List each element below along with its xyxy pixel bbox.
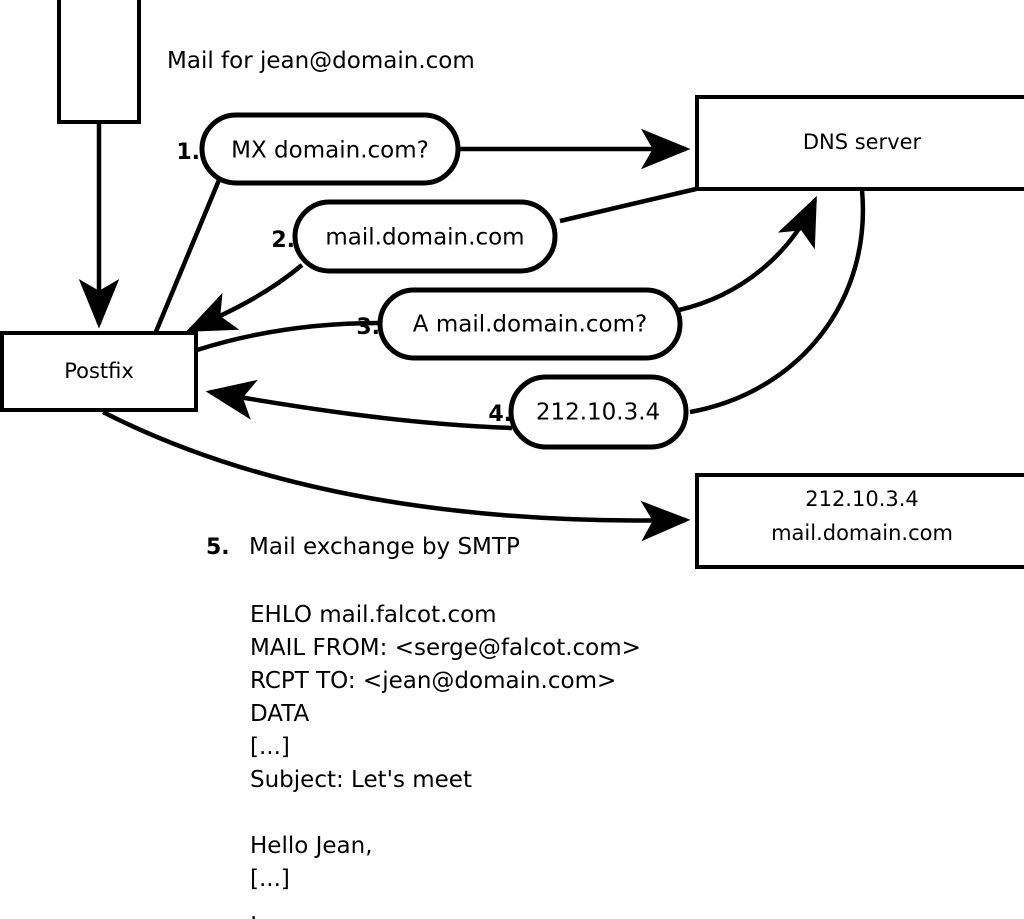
smtp-transcript: EHLO mail.falcot.com MAIL FROM: <serge@f… [250, 602, 641, 919]
edge-postfix-to-step3 [196, 320, 380, 353]
edge-dns-to-step4 [689, 189, 866, 415]
smtp-line-7: Hello Jean, [250, 833, 373, 859]
step-2-bubble: mail.domain.com [292, 199, 558, 274]
smtp-line-8: [...] [250, 866, 290, 892]
step-3-bubble: A mail.domain.com? [377, 287, 683, 361]
smtp-line-3: DATA [250, 701, 310, 727]
postfix-box: Postfix [0, 331, 198, 412]
mailserver-box-hostname: mail.domain.com [771, 521, 953, 545]
step-1-bubble: MX domain.com? [199, 112, 461, 186]
step-2-number: 2. [271, 228, 295, 253]
step-1-label: MX domain.com? [231, 138, 429, 164]
edge-dns-to-step2 [559, 186, 697, 224]
smtp-line-9: . [250, 899, 257, 919]
edge-step2-to-postfix [185, 263, 304, 333]
postfix-box-label: Postfix [64, 359, 134, 383]
step-4-number: 4. [488, 402, 512, 427]
edge-step3-to-dns [678, 195, 818, 313]
step-3-label: A mail.domain.com? [413, 312, 647, 338]
step-5-label: Mail exchange by SMTP [249, 534, 520, 560]
step-4-label: 212.10.3.4 [536, 400, 660, 426]
mailserver-box: 212.10.3.4 mail.domain.com [695, 473, 1024, 569]
smtp-line-2: RCPT TO: <jean@domain.com> [250, 668, 616, 694]
edge-step4-to-postfix [205, 379, 513, 431]
smtp-line-5: Subject: Let's meet [250, 767, 472, 793]
mailserver-box-ip: 212.10.3.4 [805, 487, 919, 511]
sender-box [57, 0, 141, 124]
step-2-label: mail.domain.com [325, 225, 524, 251]
edge-step1-tail [152, 179, 222, 335]
dns-server-box-label: DNS server [803, 130, 922, 154]
smtp-line-1: MAIL FROM: <serge@falcot.com> [250, 635, 641, 661]
edge-postfix-to-mailserver [101, 409, 691, 542]
step-5-number: 5. [206, 535, 230, 560]
smtp-line-0: EHLO mail.falcot.com [250, 602, 497, 628]
step-4-bubble: 212.10.3.4 [508, 374, 689, 450]
dns-server-box: DNS server [695, 95, 1024, 191]
smtp-line-4: [...] [250, 734, 290, 760]
step-1-number: 1. [176, 140, 200, 165]
step-3-number: 3. [356, 315, 380, 340]
mail-for-caption: Mail for jean@domain.com [167, 48, 475, 74]
